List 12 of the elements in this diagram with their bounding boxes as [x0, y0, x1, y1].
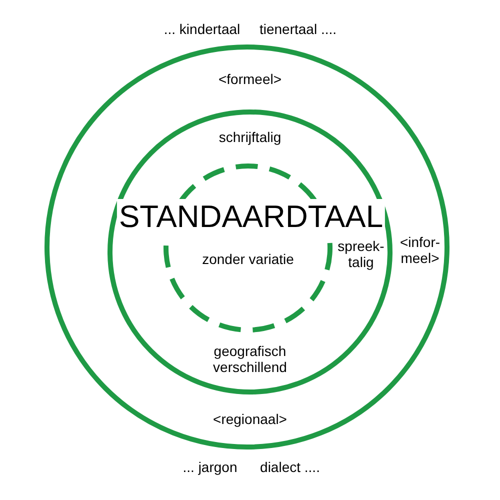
- variety-label: ... kindertaal: [164, 21, 240, 37]
- variety-label: ... jargon: [182, 459, 238, 475]
- circle-label: <regionaal>: [213, 411, 287, 427]
- circle-label: geografisch verschillend: [213, 343, 287, 375]
- circle-label: <infor- meel>: [400, 234, 440, 266]
- variety-label: tienertaal ....: [259, 21, 337, 37]
- circle-label: zonder variatie: [202, 251, 294, 267]
- heading: STANDAARDTAAL: [116, 199, 386, 234]
- circle-label: schrijftalig: [218, 129, 282, 145]
- circle-label: spreek- talig: [338, 238, 384, 270]
- circle-label: <formeel>: [218, 71, 282, 87]
- variety-label: dialect ....: [260, 459, 320, 475]
